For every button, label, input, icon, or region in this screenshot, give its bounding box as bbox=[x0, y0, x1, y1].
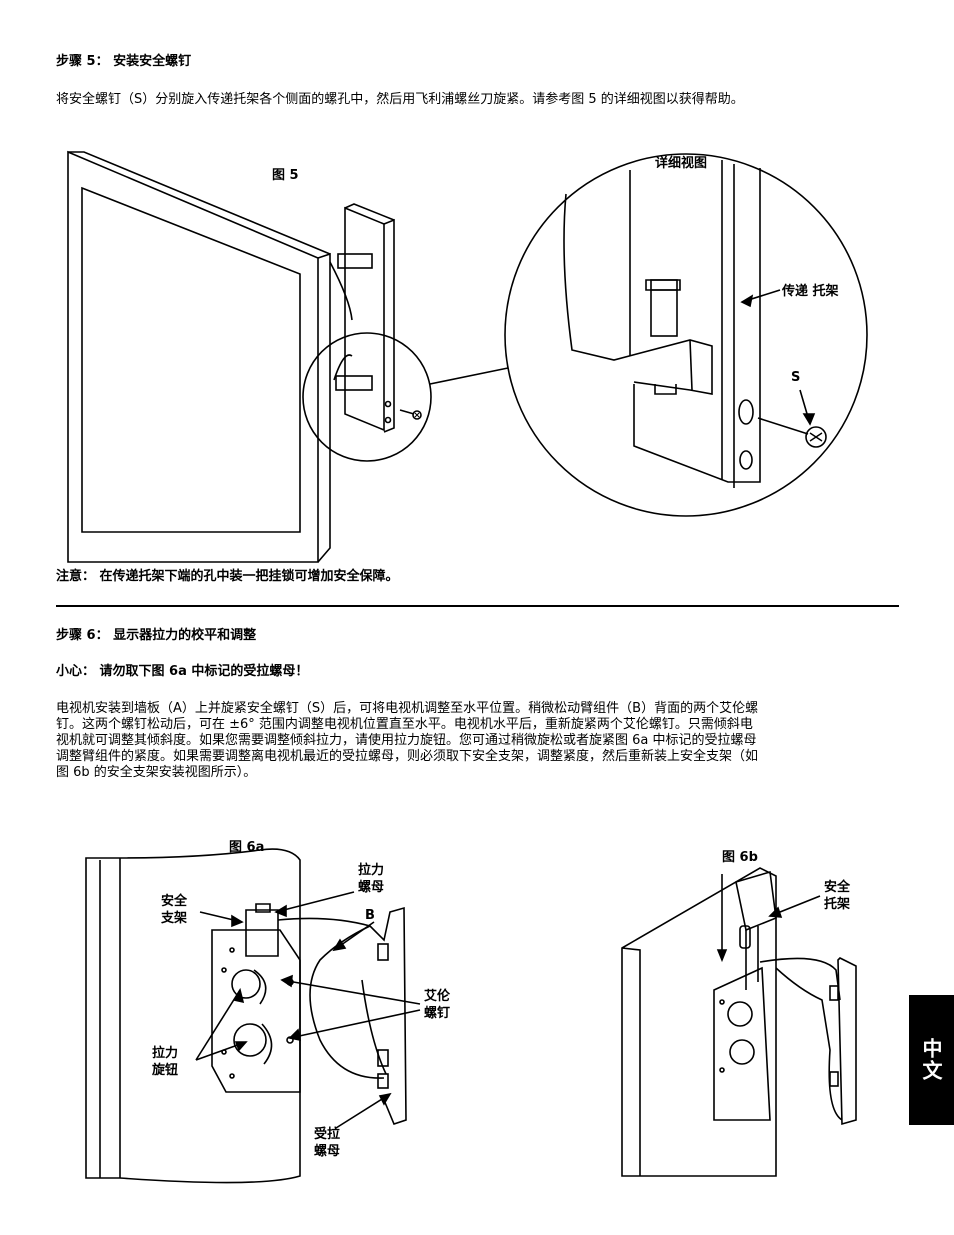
label-line: 旋钮 bbox=[152, 1063, 179, 1078]
figure6b-drawing bbox=[621, 867, 857, 1177]
figure6a-safety-bracket-label: 安全 支架 bbox=[161, 893, 187, 927]
step6-body-line: 图 6b 的安全支架安装视图所示）。 bbox=[56, 765, 257, 780]
figure6a-tension-nut-label: 拉力 螺母 bbox=[358, 862, 384, 896]
figure6a-drawing bbox=[85, 848, 421, 1184]
step5-heading: 步骤 5： 安装安全螺钉 bbox=[56, 54, 192, 69]
label-line: 托架 bbox=[824, 897, 851, 912]
step6-caution: 小心： 请勿取下图 6a 中标记的受拉螺母！ bbox=[56, 664, 309, 679]
section-divider bbox=[56, 605, 899, 607]
label-line: 拉力 bbox=[152, 1046, 179, 1061]
language-tab: 中文 bbox=[909, 995, 954, 1125]
figure5-connector-line bbox=[429, 367, 509, 385]
step5-body: 将安全螺钉（S）分别旋入传递托架各个侧面的螺孔中，然后用飞利浦螺丝刀旋紧。请参考… bbox=[56, 92, 744, 107]
step6-body-line: 电视机安装到墙板（A）上并旋紧安全螺钉（S）后，可将电视机调整至水平位置。稍微松… bbox=[56, 701, 759, 716]
figure6a-tensioned-nut-label: 受拉 螺母 bbox=[314, 1126, 340, 1160]
step6-body: 电视机安装到墙板（A）上并旋紧安全螺钉（S）后，可将电视机调整至水平位置。稍微松… bbox=[56, 701, 901, 781]
label-line: 安全 bbox=[161, 894, 188, 909]
label-line: 安全 bbox=[824, 880, 851, 895]
label-line: 螺母 bbox=[314, 1144, 341, 1159]
label-line: 支架 bbox=[161, 911, 188, 926]
figure5-bracket-label: 传递 托架 bbox=[782, 284, 839, 299]
figure6a-allen-screws-label: 艾伦 螺钉 bbox=[424, 988, 450, 1022]
security-note: 注意： 在传递托架下端的孔中装一把挂锁可增加安全保障。 bbox=[56, 569, 399, 584]
figure6a-tension-knobs-label: 拉力 旋钮 bbox=[152, 1045, 178, 1079]
figure5-magnifier-circle bbox=[302, 332, 432, 462]
label-line: 受拉 bbox=[314, 1127, 341, 1142]
figure5-screw-label: S bbox=[791, 370, 801, 385]
label-line: 螺母 bbox=[358, 880, 385, 895]
step6-heading: 步骤 6： 显示器拉力的校平和调整 bbox=[56, 628, 257, 643]
figure5-bracket bbox=[329, 203, 422, 433]
label-line: 螺钉 bbox=[424, 1006, 451, 1021]
label-line: 拉力 bbox=[358, 863, 385, 878]
label-line: 艾伦 bbox=[424, 989, 451, 1004]
figure6a-b-label: B bbox=[365, 908, 375, 923]
step6-body-line: 钉。这两个螺钉松动后，可在 ±6° 范围内调整电视机位置直至水平。电视机水平后，… bbox=[56, 717, 753, 732]
figure5-detail-bracket bbox=[563, 160, 827, 488]
figure6b-safety-bracket-label: 安全 托架 bbox=[824, 879, 850, 913]
figure5-monitor bbox=[67, 150, 331, 563]
step6-body-line: 视机就可调整其倾斜度。如果您需要调整倾斜拉力，请使用拉力旋钮。您可通过稍微旋松或… bbox=[56, 733, 757, 748]
step6-body-line: 调整臂组件的紧度。如果需要调整离电视机最近的受拉螺母，则必须取下安全支架，调整紧… bbox=[56, 749, 759, 764]
figure6b-label: 图 6b bbox=[722, 850, 758, 865]
language-tab-label: 中文 bbox=[919, 1038, 943, 1082]
figure5-label: 图 5 bbox=[272, 168, 299, 183]
figure5-detail-label: 详细视图 bbox=[655, 156, 708, 171]
figure5-detail-circle bbox=[504, 153, 868, 517]
figure6a-label: 图 6a bbox=[229, 840, 265, 855]
